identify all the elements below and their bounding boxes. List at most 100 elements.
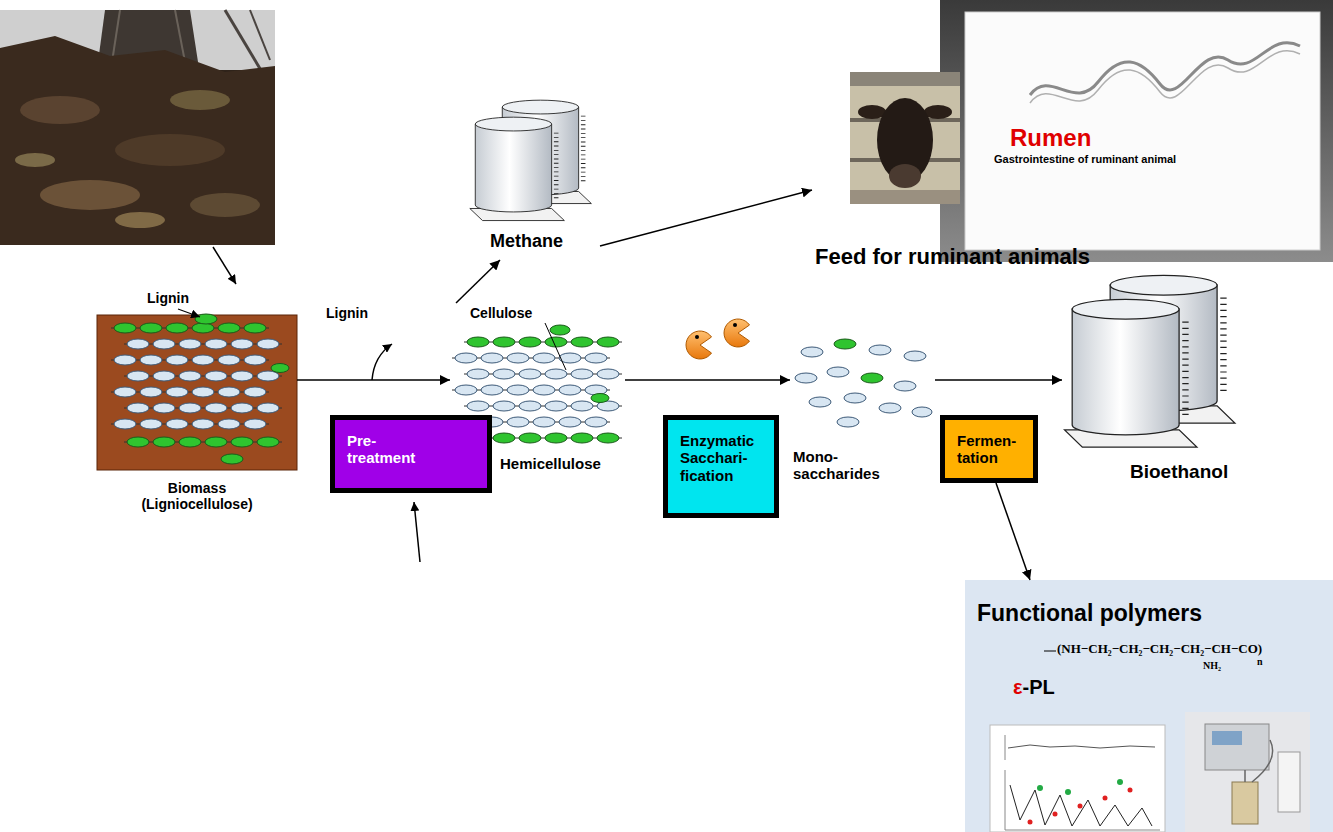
polymer-panel: Functional polymers(NH−CH₂−CH₂−CH₂−CH₂−C…	[965, 580, 1333, 832]
ethanol-tanks: Bioethanol	[1062, 265, 1247, 495]
polymer-panel	[1185, 712, 1310, 832]
biomass-figure: LigninBiomass (Ligniocellulose)	[97, 286, 297, 522]
cow-photo	[889, 164, 921, 188]
organ-caption: Gastrointestine of ruminant animal	[994, 153, 1176, 166]
input-arrow	[414, 502, 420, 562]
process-label: Enzymatic Sacchari- fication	[680, 432, 764, 484]
process-box: Fermen- tation	[940, 415, 1038, 483]
rumen-panel	[1030, 51, 1300, 103]
lignocellulose-figure	[124, 371, 282, 381]
text-slot: Gastrointestine of ruminant animal	[994, 153, 1176, 166]
polymer-panel	[1010, 785, 1152, 826]
cow-photo	[850, 72, 960, 86]
ruminant-panel: Feed for ruminant animals RumenGastrointe…	[812, 0, 1333, 276]
monosaccharide-figure: Mono- saccharides	[790, 330, 935, 500]
polymer-panel	[1005, 735, 1006, 760]
text-slot: Lignin	[326, 305, 368, 321]
biomass-photo	[0, 10, 275, 245]
enzyme-icon	[695, 335, 699, 339]
rumen-panel	[965, 12, 1320, 250]
leader-arrow	[178, 309, 200, 317]
lignocellulose-figure	[221, 454, 243, 464]
removed-component-label: Lignin	[326, 305, 368, 321]
product-label: Bioethanol	[1130, 461, 1228, 483]
text-slot: (NH−CH₂−CH₂−CH₂−CH₂−CH−CO)	[1057, 642, 1262, 657]
panel-heading: Feed for ruminant animals	[815, 244, 1090, 269]
lignocellulose-figure	[124, 403, 282, 413]
figure-caption: Biomass (Ligniocellulose)	[122, 480, 272, 512]
lignocellulose-figure	[111, 419, 269, 429]
text-slot: Biomass (Ligniocellulose)	[122, 480, 272, 512]
flow-arrow	[935, 379, 1062, 381]
component-label: Hemicellulose	[500, 455, 601, 472]
cow-photo	[850, 190, 960, 204]
rumen-panel	[940, 0, 1333, 262]
polymer-panel	[990, 725, 1165, 832]
monosaccharide-figure	[912, 407, 932, 417]
methane-tanks	[470, 100, 592, 220]
text-slot: Bioethanol	[1130, 461, 1228, 483]
chemical-formula: NH₂	[1203, 660, 1221, 672]
polymer-panel	[1232, 782, 1258, 824]
organ-name: Rumen	[1010, 124, 1091, 152]
polymer-panel	[1005, 830, 1160, 831]
methane-tanks	[470, 117, 565, 220]
biomass-photo	[115, 134, 225, 166]
polysaccharide-figure	[550, 325, 570, 335]
text-slot: NH₂	[1203, 660, 1221, 672]
lignocellulose-figure	[97, 314, 297, 470]
polymer-panel	[1212, 731, 1242, 745]
process-label: Fermen- tation	[957, 432, 1023, 467]
polymer-panel	[1205, 724, 1269, 770]
polymer-panel	[1078, 804, 1083, 809]
biomass-photo	[225, 10, 262, 72]
text-slot: ε-PL	[1013, 676, 1055, 699]
monosaccharide-figure	[834, 339, 856, 349]
text-slot: Lignin	[147, 290, 189, 306]
monosaccharide-figure	[879, 403, 901, 413]
lignocellulose-figure	[124, 339, 282, 349]
polymer-name: ε-PL	[1013, 676, 1055, 699]
text-slot: Methane	[490, 231, 563, 252]
biomass-photo	[15, 153, 55, 167]
text-slot: Hemicellulose	[500, 455, 601, 472]
monosaccharide-figure	[795, 373, 817, 383]
lignocellulose-figure	[124, 437, 282, 447]
lignocellulose-figure	[97, 315, 297, 470]
polymer-panel	[1278, 752, 1300, 812]
flow-arrow	[600, 190, 812, 246]
polymer-panel	[1053, 812, 1058, 817]
polymer-panel	[1005, 770, 1006, 830]
monosaccharide-figure	[809, 397, 831, 407]
component-label: Cellulose	[470, 305, 532, 321]
ethanol-tanks	[1065, 275, 1235, 447]
monosaccharide-figure	[861, 373, 883, 383]
component-label: Lignin	[147, 290, 189, 306]
process-box: Pre- treatment	[330, 415, 492, 493]
rumen-panel	[1030, 43, 1300, 95]
biomass-photo	[40, 180, 140, 210]
polymer-panel	[1065, 789, 1071, 795]
monosaccharide-figure	[869, 345, 891, 355]
enzyme-icon	[733, 323, 737, 327]
cow-photo	[850, 72, 960, 204]
polymer-panel	[1037, 785, 1043, 791]
enzyme-icon	[686, 319, 749, 359]
text-slot: Rumen	[1010, 124, 1091, 152]
flow-arrow	[297, 379, 450, 381]
flow-arrow	[456, 260, 500, 303]
monosaccharide-figure	[837, 417, 859, 427]
methane-tanks: Methane	[466, 92, 600, 260]
lignocellulose-figure	[111, 323, 269, 333]
lignocellulose-figure	[111, 355, 269, 365]
biomass-photo	[115, 212, 165, 228]
product-label: Methane	[490, 231, 563, 252]
removal-arrow	[372, 344, 392, 380]
biomass-photo	[0, 10, 275, 245]
polymer-panel	[1103, 796, 1108, 801]
biomass-photo	[250, 10, 270, 60]
lignocellulose-figure	[195, 314, 217, 324]
biomass-photo	[190, 193, 260, 217]
